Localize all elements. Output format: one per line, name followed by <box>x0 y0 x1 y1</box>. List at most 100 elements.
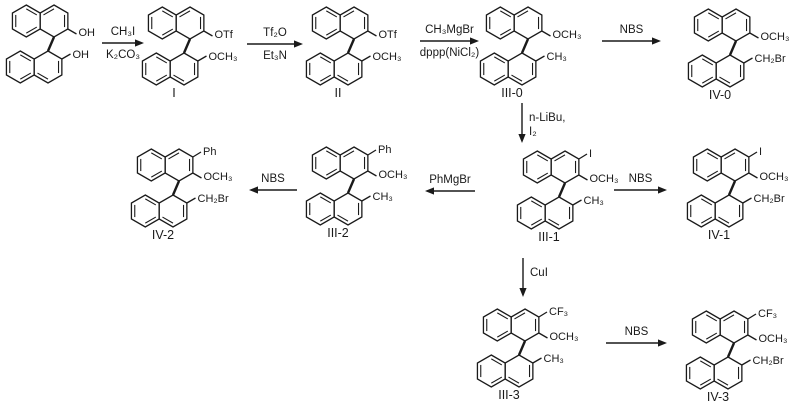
double-bond-line <box>706 332 718 340</box>
double-bond-line <box>702 76 714 84</box>
substituent-label-2: OH <box>79 27 96 39</box>
substituent-label-2prime: CH₃ <box>547 51 567 63</box>
compound-name-label: III-0 <box>501 86 523 100</box>
aromatic-ring <box>720 148 750 182</box>
aromatic-ring <box>715 54 745 88</box>
double-bond-line <box>500 28 512 36</box>
compound-name-label: III-1 <box>538 230 560 244</box>
aromatic-ring <box>141 52 171 86</box>
substituent-bond <box>742 197 752 204</box>
reagent-label: NBS <box>620 24 644 36</box>
aromatic-ring <box>482 308 512 342</box>
substituent-bond <box>578 153 588 160</box>
double-bond-line <box>719 76 731 84</box>
double-bond-line <box>725 12 737 20</box>
substituent-bond <box>572 199 582 206</box>
chiral-axis-bond <box>517 340 527 356</box>
chiral-axis-bond <box>182 38 192 54</box>
reagent-label: dppp(NiCl₂) <box>420 47 480 59</box>
double-bond-line <box>548 218 560 226</box>
double-bond-line <box>145 198 157 206</box>
substituent-label-2prime: OCH₃ <box>373 51 402 63</box>
aromatic-ring <box>311 6 341 40</box>
double-bond-line <box>320 214 332 222</box>
substituent-label-2: OTf <box>215 29 234 41</box>
aromatic-ring <box>147 6 177 40</box>
substituent-label-2: OCH₃ <box>379 169 408 181</box>
double-bond-line <box>537 172 549 180</box>
double-bond-line <box>717 378 729 386</box>
substituent-label-2prime: CH₃ <box>544 353 564 365</box>
double-bond-line <box>162 10 174 18</box>
aromatic-ring <box>686 194 716 228</box>
double-bond-line <box>708 12 720 20</box>
aromatic-ring <box>333 192 363 226</box>
substituent-label-2: OCH₃ <box>760 171 789 183</box>
aromatic-ring <box>33 50 63 84</box>
chiral-axis-bond <box>728 40 738 56</box>
double-bond-line <box>517 10 529 18</box>
aromatic-ring <box>333 52 363 86</box>
arrow-III-0-to-IV-0: NBS <box>602 24 661 45</box>
double-bond-line <box>531 200 543 208</box>
aromatic-ring <box>5 50 35 84</box>
substituent-bond <box>538 332 548 339</box>
double-bond-line <box>723 314 735 322</box>
substituent-bond <box>197 55 207 62</box>
substituent-bond <box>743 57 753 64</box>
aromatic-ring <box>136 148 166 182</box>
double-bond-line <box>20 72 32 80</box>
arrow-III-2-to-IV-2: NBS <box>249 173 297 194</box>
reagent-label: I₂ <box>529 126 537 138</box>
double-bond-line <box>168 152 180 160</box>
substituent-label-2: OCH₃ <box>590 173 619 185</box>
aromatic-ring <box>691 310 721 344</box>
substituent-label-2: OCH₃ <box>759 333 788 345</box>
substituent-label-2: OCH₃ <box>204 171 233 183</box>
aromatic-ring <box>714 194 744 228</box>
double-bond-line <box>701 198 713 206</box>
double-bond-line <box>718 216 730 224</box>
double-bond-line <box>511 74 523 82</box>
substituent-label-2prime: CH₃ <box>584 195 604 207</box>
aromatic-ring <box>550 150 580 184</box>
double-bond-line <box>151 170 163 178</box>
arrow-head <box>294 40 303 48</box>
substituent-bond <box>367 170 377 177</box>
substituent-bond <box>203 30 213 37</box>
aromatic-ring <box>713 356 743 390</box>
substituent-label-3: CF₃ <box>758 308 777 320</box>
compound-name-label: IV-0 <box>709 88 731 102</box>
substituent-bond <box>367 149 377 156</box>
compound-name-label: III-3 <box>498 388 520 402</box>
double-bond-line <box>179 10 191 18</box>
substituent-bond <box>538 311 548 318</box>
aromatic-ring <box>504 354 534 388</box>
double-bond-line <box>700 378 712 386</box>
substituent-bond <box>67 28 77 35</box>
substituent-bond <box>367 30 377 37</box>
substituent-label-3: Ph <box>378 144 391 156</box>
substituent-bond <box>747 313 757 320</box>
substituent-bond <box>361 55 371 62</box>
aromatic-ring <box>516 196 546 230</box>
double-bond-line <box>706 314 718 322</box>
double-bond-line <box>162 216 174 224</box>
double-bond-line <box>554 154 566 162</box>
reagent-label: n-LiBu, <box>529 112 565 124</box>
double-bond-line <box>326 10 338 18</box>
aromatic-ring <box>305 192 335 226</box>
double-bond-line <box>707 152 719 160</box>
arrow-head <box>658 339 667 347</box>
reagent-label: CH₃MgBr <box>425 24 474 36</box>
substituent-label-2prime: CH₂Br <box>753 355 784 367</box>
aromatic-ring <box>513 6 543 40</box>
